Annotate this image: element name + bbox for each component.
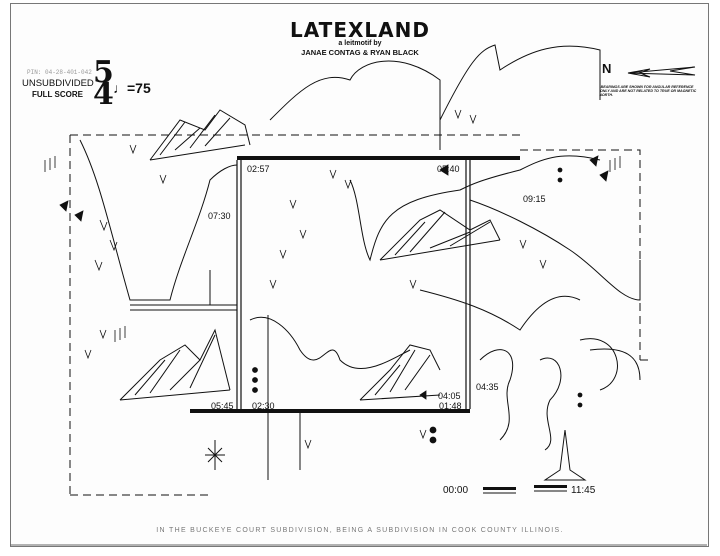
timeline-end: 11:45: [571, 485, 596, 496]
score-title: LATEXLAND: [290, 18, 430, 42]
bearings-note: BEARINGS ARE SHOWN FOR ANGULAR REFERENCE…: [598, 85, 697, 97]
vertical-line: [267, 315, 301, 480]
timestamp: 02:30: [252, 401, 275, 411]
subtitle: a leitmotif by: [338, 40, 382, 47]
north-label: N: [602, 61, 612, 76]
timeline-bar-end: [534, 485, 567, 488]
time-signature-bottom: 4: [93, 77, 114, 112]
timestamp: 02:57: [247, 164, 270, 174]
tempo-marking: ♩=75: [113, 80, 151, 96]
time-signature-top: 5: [93, 55, 114, 90]
contour-line: [419, 289, 581, 331]
score-type: UNSUBDIVIDED: [22, 78, 94, 89]
pine-tree: [205, 440, 225, 470]
timestamp: 04:35: [476, 382, 499, 392]
pin-number: PIN: 04-28-401-042: [27, 69, 92, 76]
timestamp: 05:40: [437, 164, 460, 174]
thin-line: [130, 270, 237, 311]
scattered-marks: [44, 109, 621, 450]
contour-line: [269, 44, 601, 150]
contour-line: [349, 155, 601, 262]
contour-line: [469, 199, 641, 301]
timestamp: 07:30: [208, 211, 231, 221]
timeline-bar-start: [483, 487, 516, 490]
timestamp: 05:45: [211, 401, 234, 411]
timeline-start: 00:00: [443, 485, 469, 496]
dashed-boundary: [69, 134, 650, 496]
thick-bar-top: [237, 156, 520, 160]
contour-line: [249, 316, 411, 370]
mountain-sketch: [359, 344, 441, 401]
timestamp: 01:48: [439, 401, 462, 411]
compass-arrow-icon: [627, 66, 696, 78]
mountain-sketch: [379, 209, 501, 261]
central-box: [236, 160, 471, 409]
authors: JANAE CONTAG & RYAN BLACK: [301, 48, 419, 57]
flourish: [479, 338, 641, 451]
thick-bar-bottom: [190, 409, 470, 413]
score-label: FULL SCORE: [32, 90, 83, 99]
mountain-sketch: [149, 109, 251, 161]
contour-line: [79, 139, 238, 301]
timestamp: 04:05: [438, 391, 461, 401]
score-frame: [10, 3, 709, 547]
timestamp: 09:15: [523, 194, 546, 204]
footer-caption: IN THE BUCKEYE COURT SUBDIVISION, BEING …: [156, 527, 564, 534]
pine-tree: [543, 429, 587, 481]
mountain-sketch: [119, 328, 231, 401]
